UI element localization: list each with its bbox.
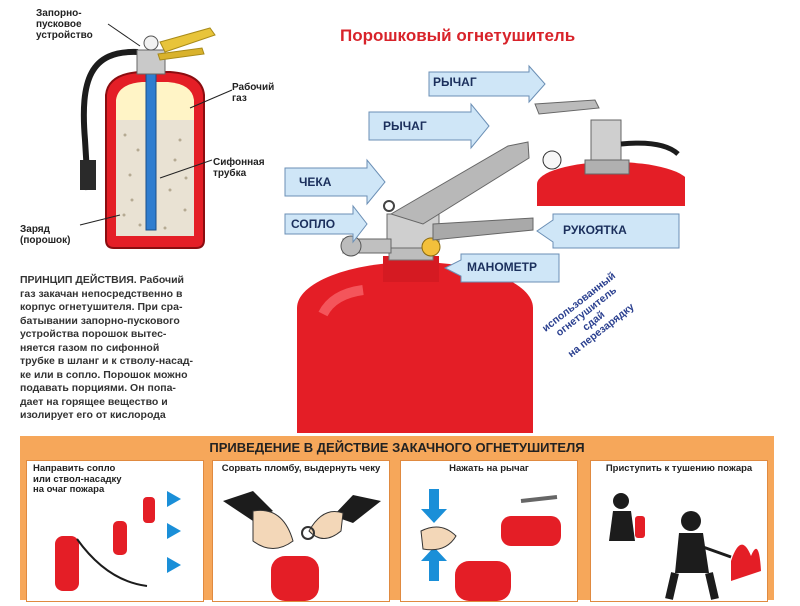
principle-line: ке или в сопло. Порошок можно bbox=[20, 368, 188, 381]
label-handle: РУКОЯТКА bbox=[563, 223, 627, 237]
principle-line: батывании запорно-пускового bbox=[20, 314, 180, 327]
label-lever: РЫЧАГ bbox=[383, 119, 427, 133]
principle-line: няется газом по сифонной bbox=[20, 341, 160, 354]
direction-arrows bbox=[167, 491, 181, 573]
step-4-text: Приступить к тушению пожара bbox=[605, 463, 753, 474]
step-2-illustration bbox=[223, 491, 381, 601]
principle-text: ПРИНЦИП ДЕЙСТВИЯ. Рабочий газ закачан не… bbox=[20, 274, 282, 423]
step-2-text: Сорвать пломбу, выдернуть чеку bbox=[221, 463, 381, 474]
step-3-panel: Нажать на рычаг bbox=[400, 460, 578, 602]
step-3-illustration bbox=[420, 489, 561, 601]
step-4-illustration bbox=[609, 493, 761, 600]
fire-icon bbox=[731, 544, 761, 581]
label-charge-line: (порошок) bbox=[20, 235, 71, 246]
label-siphon-line: Сифонная bbox=[213, 157, 265, 168]
principle-line: трубке в шланг и к стволу-насад- bbox=[20, 355, 194, 367]
step-3-text: Нажать на рычаг bbox=[449, 463, 529, 474]
arrow-up-icon bbox=[421, 547, 447, 581]
label-nozzle: СОПЛО bbox=[291, 217, 336, 231]
principle-line: ПРИНЦИП ДЕЙСТВИЯ. Рабочий bbox=[20, 274, 184, 286]
step-4-panel: Приступить к тушению пожара bbox=[590, 460, 768, 602]
step-1-illustration bbox=[55, 491, 181, 591]
label-siphon-tube: Сифонная трубка bbox=[213, 157, 265, 179]
principle-line: устройства порошок вытес- bbox=[20, 328, 167, 340]
step-2-panel: Сорвать пломбу, выдернуть чеку bbox=[212, 460, 390, 602]
label-gas-line: газ bbox=[232, 93, 247, 104]
principle-line: дает на горящее вещество и bbox=[20, 395, 168, 408]
label-siphon-line: трубка bbox=[213, 168, 247, 179]
label-valve-line: Запорно- bbox=[36, 8, 82, 19]
label-working-gas: Рабочий газ bbox=[232, 82, 274, 104]
label-valve-line: устройство bbox=[36, 30, 93, 41]
principle-line: корпус огнетушителя. При сра- bbox=[20, 301, 183, 313]
label-powder-charge: Заряд (порошок) bbox=[20, 224, 70, 246]
page-title: Порошковый огнетушитель bbox=[340, 26, 576, 45]
label-pin: ЧЕКА bbox=[299, 175, 332, 189]
principle-line: подавать порциями. Он попа- bbox=[20, 382, 176, 394]
label-gas-line: Рабочий bbox=[232, 82, 275, 93]
extinguisher-cutaway-diagram bbox=[79, 23, 233, 249]
label-lever-top: РЫЧАГ bbox=[433, 75, 477, 89]
label-valve-device: Запорно- пусковое устройство bbox=[36, 8, 93, 41]
step-1-panel: Направить сопло или ствол-насадку на оча… bbox=[26, 460, 204, 602]
label-gauge: МАНОМЕТР bbox=[467, 260, 537, 274]
extinguisher-parts-diagram: РЫЧАГ РЫЧАГ ЧЕКА СОПЛО РУКОЯТКА МАНОМЕТР bbox=[283, 64, 689, 433]
principle-line: изолирует его от кислорода bbox=[20, 409, 166, 421]
arrow-down-icon bbox=[421, 489, 447, 523]
principle-line: газ закачан непосредственно в bbox=[20, 287, 183, 300]
label-valve-line: пусковое bbox=[36, 19, 82, 30]
instructions-title: ПРИВЕДЕНИЕ В ДЕЙСТВИЕ ЗАКАЧНОГО ОГНЕТУШИ… bbox=[209, 440, 585, 455]
label-charge-line: Заряд bbox=[20, 224, 50, 235]
extinguisher-illustration bbox=[284, 64, 689, 433]
step-1-text: Направить сопло или ствол-насадку на оча… bbox=[33, 463, 122, 495]
